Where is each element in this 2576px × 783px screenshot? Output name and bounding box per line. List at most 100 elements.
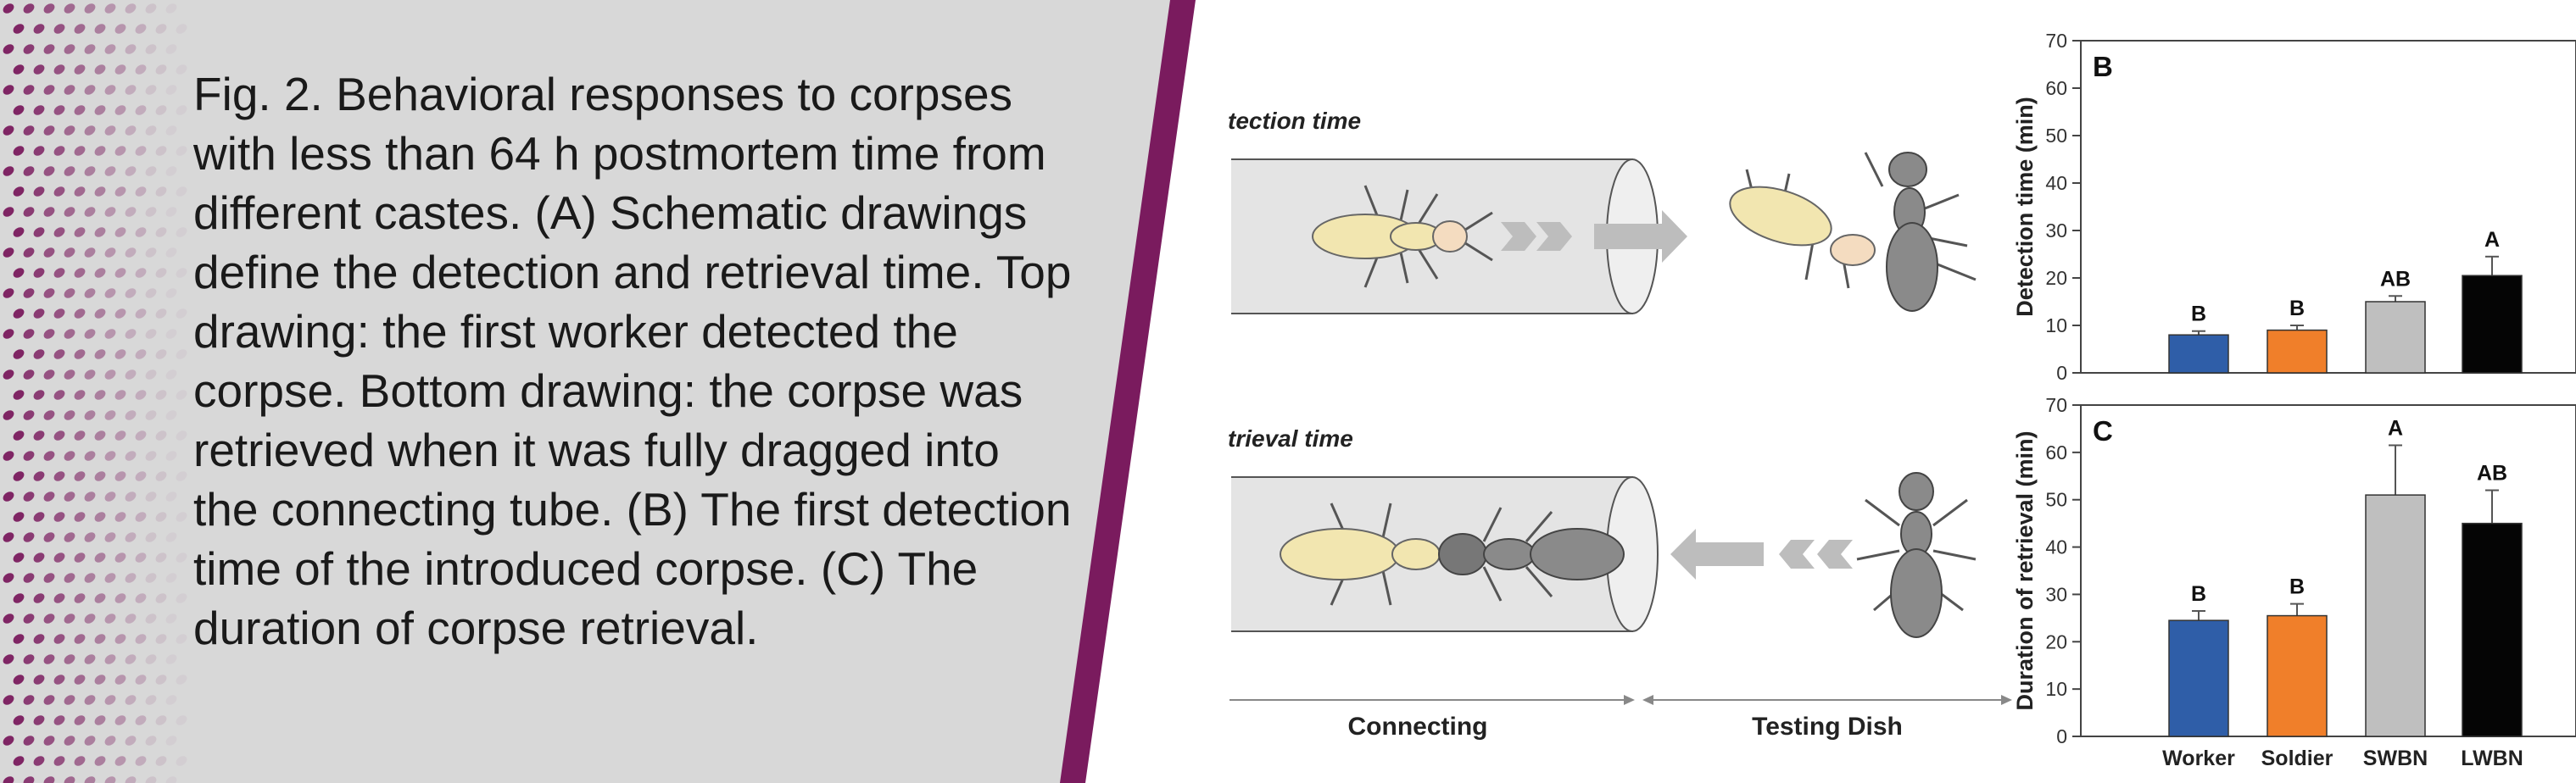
pattern-dot bbox=[104, 573, 116, 583]
pattern-dot bbox=[74, 512, 86, 522]
pattern-dot bbox=[13, 593, 25, 603]
pattern-dot bbox=[84, 329, 96, 339]
pattern-dot bbox=[165, 247, 177, 258]
pattern-dot bbox=[176, 349, 187, 359]
pattern-dot bbox=[64, 125, 75, 136]
connecting-scale-arrow bbox=[1229, 695, 1635, 705]
pattern-dot bbox=[94, 512, 106, 522]
pattern-dot bbox=[165, 288, 177, 298]
pattern-dot bbox=[125, 207, 137, 217]
pattern-dot bbox=[114, 390, 126, 400]
pattern-dot bbox=[13, 24, 25, 34]
bar-lwbn bbox=[2462, 275, 2523, 374]
pattern-dot bbox=[94, 675, 106, 685]
pattern-dot bbox=[43, 491, 55, 502]
pattern-dot bbox=[33, 227, 45, 237]
pattern-dot bbox=[176, 146, 187, 156]
pattern-dot bbox=[13, 430, 25, 441]
pattern-dot bbox=[3, 125, 14, 136]
pattern-dot bbox=[114, 553, 126, 563]
direction-chevrons-right bbox=[1501, 222, 1572, 251]
y-tick-label: 60 bbox=[2045, 441, 2067, 464]
retrieval-time-label: trieval time bbox=[1228, 425, 1353, 452]
pattern-dot bbox=[145, 736, 157, 746]
pattern-dot bbox=[64, 3, 75, 14]
pattern-dot bbox=[64, 695, 75, 705]
pattern-dot bbox=[74, 186, 86, 197]
detection-time-label: tection time bbox=[1228, 108, 1361, 134]
pattern-dot bbox=[64, 491, 75, 502]
y-tick-label: 40 bbox=[2045, 172, 2067, 194]
pattern-dot bbox=[165, 532, 177, 542]
pattern-dot bbox=[135, 64, 147, 75]
pattern-dot bbox=[176, 430, 187, 441]
pattern-dot bbox=[155, 308, 167, 319]
pattern-dot bbox=[155, 430, 167, 441]
pattern-dot bbox=[64, 410, 75, 420]
pattern-dot bbox=[84, 532, 96, 542]
pattern-dot bbox=[84, 3, 96, 14]
pattern-dot bbox=[125, 410, 137, 420]
pattern-dot bbox=[114, 349, 126, 359]
pattern-dot bbox=[53, 146, 65, 156]
significance-letter: AB bbox=[2380, 267, 2411, 291]
pattern-dot bbox=[94, 349, 106, 359]
pattern-dot bbox=[64, 736, 75, 746]
pattern-dot bbox=[125, 532, 137, 542]
y-tick-label: 10 bbox=[2045, 314, 2067, 336]
pattern-dot bbox=[23, 695, 35, 705]
pattern-dot bbox=[145, 125, 157, 136]
pattern-dot bbox=[84, 247, 96, 258]
pattern-dot bbox=[74, 24, 86, 34]
pattern-dot bbox=[176, 715, 187, 725]
pattern-dot bbox=[64, 614, 75, 624]
y-tick-label: 40 bbox=[2045, 536, 2067, 558]
pattern-dot bbox=[74, 268, 86, 278]
pattern-dot bbox=[94, 308, 106, 319]
pattern-dot bbox=[84, 207, 96, 217]
pattern-dot bbox=[74, 227, 86, 237]
pattern-dot bbox=[53, 471, 65, 481]
pattern-dot bbox=[165, 369, 177, 380]
pattern-dot bbox=[135, 308, 147, 319]
bar-worker bbox=[2168, 619, 2229, 737]
plot-frame bbox=[2080, 40, 2576, 374]
pattern-dot bbox=[176, 634, 187, 644]
pattern-dot bbox=[23, 44, 35, 54]
pattern-dot bbox=[53, 268, 65, 278]
pattern-dot bbox=[145, 288, 157, 298]
pattern-dot bbox=[3, 491, 14, 502]
pattern-dot bbox=[43, 44, 55, 54]
pattern-dot bbox=[33, 105, 45, 115]
pattern-dot bbox=[135, 512, 147, 522]
pattern-dot bbox=[135, 349, 147, 359]
pattern-dot bbox=[125, 288, 137, 298]
pattern-dot bbox=[145, 247, 157, 258]
pattern-dot bbox=[64, 451, 75, 461]
pattern-dot bbox=[104, 166, 116, 176]
pattern-dot bbox=[13, 186, 25, 197]
pattern-dot bbox=[43, 695, 55, 705]
pattern-dot bbox=[94, 24, 106, 34]
pattern-dot bbox=[23, 329, 35, 339]
pattern-dot bbox=[13, 146, 25, 156]
pattern-dot bbox=[155, 146, 167, 156]
pattern-dot bbox=[84, 44, 96, 54]
bar-lwbn bbox=[2462, 522, 2523, 737]
soldier-termite bbox=[1856, 472, 1977, 638]
pattern-dot bbox=[165, 776, 177, 783]
pattern-dot bbox=[23, 3, 35, 14]
pattern-dot bbox=[165, 44, 177, 54]
pattern-dot bbox=[135, 675, 147, 685]
pattern-dot bbox=[33, 553, 45, 563]
pattern-dot bbox=[33, 715, 45, 725]
detecting-pair-termites bbox=[1729, 152, 1977, 312]
pattern-dot bbox=[104, 451, 116, 461]
y-axis-label: Detection time (min) bbox=[2012, 97, 2038, 317]
pattern-dot bbox=[43, 776, 55, 783]
pattern-dot bbox=[23, 654, 35, 664]
pattern-dot bbox=[104, 125, 116, 136]
pattern-dot bbox=[3, 3, 14, 14]
